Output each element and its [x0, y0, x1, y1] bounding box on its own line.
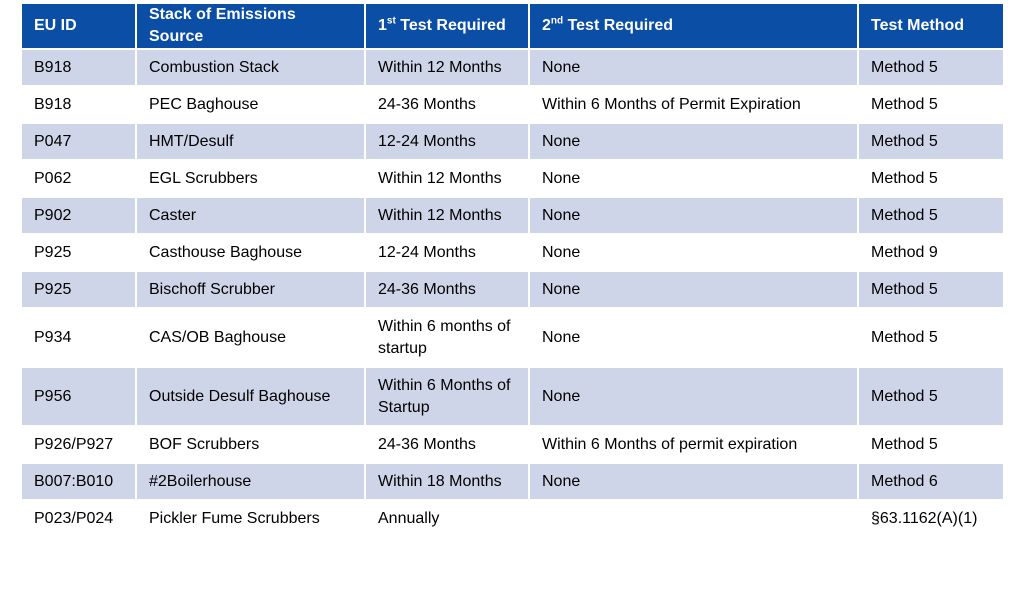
table-header-row: EU ID Stack of Emissions Source 1st Test…	[20, 2, 1005, 50]
cell-test-method: Method 5	[857, 159, 1005, 198]
cell-second-test: Within 6 Months of permit expiration	[528, 425, 859, 464]
cell-eu-id: P047	[20, 122, 137, 161]
cell-first-test: 12-24 Months	[364, 233, 530, 272]
header-test-method: Test Method	[857, 2, 1005, 50]
cell-second-test: None	[528, 159, 859, 198]
cell-first-test: Within 12 Months	[364, 159, 530, 198]
cell-second-test: None	[528, 233, 859, 272]
cell-eu-id: P023/P024	[20, 499, 137, 538]
cell-first-test: Within 6 Months of Startup	[364, 366, 530, 427]
cell-stack-source: HMT/Desulf	[135, 122, 366, 161]
cell-eu-id: P062	[20, 159, 137, 198]
header-stack-source: Stack of Emissions Source	[135, 2, 366, 50]
header-second-test: 2nd Test Required	[528, 2, 859, 50]
cell-test-method: Method 5	[857, 85, 1005, 124]
cell-first-test: Within 18 Months	[364, 462, 530, 501]
cell-test-method: Method 5	[857, 366, 1005, 427]
cell-stack-source: #2Boilerhouse	[135, 462, 366, 501]
cell-first-test: Within 12 Months	[364, 48, 530, 87]
cell-second-test: None	[528, 196, 859, 235]
cell-eu-id: P925	[20, 233, 137, 272]
cell-second-test: None	[528, 122, 859, 161]
cell-test-method: §63.1162(A)(1)	[857, 499, 1005, 538]
cell-test-method: Method 5	[857, 307, 1005, 368]
cell-stack-source: Pickler Fume Scrubbers	[135, 499, 366, 538]
cell-test-method: Method 5	[857, 425, 1005, 464]
emissions-test-table: EU ID Stack of Emissions Source 1st Test…	[20, 2, 1005, 538]
cell-eu-id: P956	[20, 366, 137, 427]
cell-eu-id: B918	[20, 48, 137, 87]
cell-second-test: None	[528, 48, 859, 87]
cell-eu-id: P934	[20, 307, 137, 368]
cell-second-test: None	[528, 366, 859, 427]
cell-first-test: Annually	[364, 499, 530, 538]
cell-eu-id: P902	[20, 196, 137, 235]
cell-first-test: Within 6 months of startup	[364, 307, 530, 368]
cell-stack-source: Casthouse Baghouse	[135, 233, 366, 272]
cell-test-method: Method 9	[857, 233, 1005, 272]
cell-test-method: Method 5	[857, 48, 1005, 87]
cell-second-test	[528, 499, 859, 538]
cell-second-test: None	[528, 270, 859, 309]
cell-stack-source: BOF Scrubbers	[135, 425, 366, 464]
cell-eu-id: P926/P927	[20, 425, 137, 464]
cell-eu-id: B918	[20, 85, 137, 124]
cell-stack-source: Combustion Stack	[135, 48, 366, 87]
cell-second-test: None	[528, 462, 859, 501]
cell-test-method: Method 5	[857, 270, 1005, 309]
cell-first-test: 24-36 Months	[364, 85, 530, 124]
cell-test-method: Method 5	[857, 196, 1005, 235]
cell-stack-source: Bischoff Scrubber	[135, 270, 366, 309]
cell-second-test: None	[528, 307, 859, 368]
cell-eu-id: B007:B010	[20, 462, 137, 501]
cell-stack-source: PEC Baghouse	[135, 85, 366, 124]
cell-test-method: Method 6	[857, 462, 1005, 501]
cell-first-test: Within 12 Months	[364, 196, 530, 235]
cell-stack-source: CAS/OB Baghouse	[135, 307, 366, 368]
header-eu-id: EU ID	[20, 2, 137, 50]
cell-first-test: 24-36 Months	[364, 425, 530, 464]
cell-test-method: Method 5	[857, 122, 1005, 161]
cell-first-test: 12-24 Months	[364, 122, 530, 161]
header-first-test: 1st Test Required	[364, 2, 530, 50]
cell-stack-source: Outside Desulf Baghouse	[135, 366, 366, 427]
cell-second-test: Within 6 Months of Permit Expiration	[528, 85, 859, 124]
emissions-test-table-container: EU ID Stack of Emissions Source 1st Test…	[20, 2, 1005, 538]
cell-first-test: 24-36 Months	[364, 270, 530, 309]
cell-stack-source: EGL Scrubbers	[135, 159, 366, 198]
cell-stack-source: Caster	[135, 196, 366, 235]
cell-eu-id: P925	[20, 270, 137, 309]
